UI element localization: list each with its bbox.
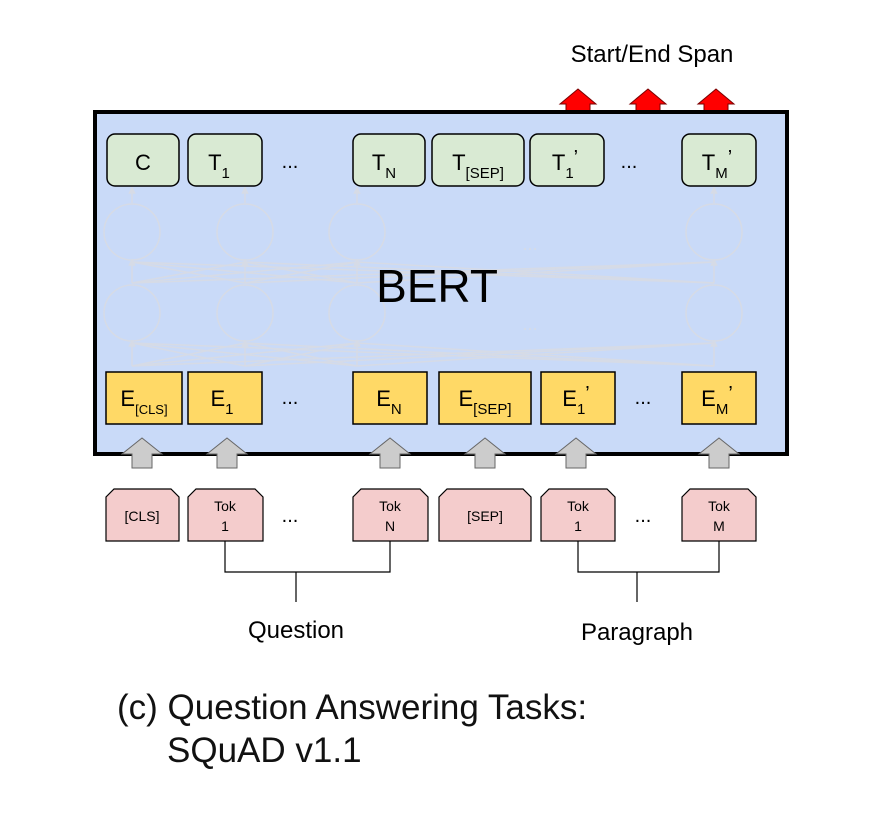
embedding-box	[438, 371, 532, 425]
input-token-label: [CLS]	[124, 508, 159, 524]
input-token-label: Tok	[214, 498, 237, 514]
output-token-box	[529, 133, 605, 187]
network-ellipsis: ...	[522, 314, 537, 334]
embedding-label: EN	[376, 386, 402, 418]
input-arrows	[120, 437, 741, 469]
input-token-box	[438, 488, 532, 542]
input-ellipsis: ...	[282, 505, 299, 527]
embedding-box	[187, 371, 263, 425]
input-token-box	[105, 488, 180, 542]
output-token-box	[431, 133, 525, 187]
gray-up-arrow	[120, 437, 164, 469]
embedding-label: E[SEP]	[458, 386, 511, 418]
output-token-label: TM’	[702, 147, 732, 182]
input-token-label: Tok	[708, 498, 731, 514]
embedding-label: E1’	[562, 383, 589, 418]
output-token-label: C	[135, 150, 151, 175]
gray-up-arrow	[697, 437, 741, 469]
input-token-label: 1	[221, 518, 229, 534]
output-tokens: C T1 TN T[SEP] T1’ TM’ ... ...	[106, 133, 757, 187]
output-token-label: TN	[372, 150, 396, 182]
network-ellipsis: ...	[522, 234, 537, 254]
gray-up-arrow	[205, 437, 249, 469]
input-token-box	[352, 488, 429, 542]
output-token-box	[352, 133, 426, 187]
question-label: Question	[248, 617, 344, 644]
output-token-box	[106, 133, 180, 187]
gray-up-arrow	[368, 437, 412, 469]
gray-up-arrow	[463, 437, 507, 469]
embedding-box	[540, 371, 616, 425]
caption-line-2: SQuAD v1.1	[167, 731, 362, 770]
transformer-network	[103, 186, 743, 367]
output-label: Start/End Span	[571, 41, 734, 68]
embeddings: E[CLS] E1 EN E[SEP] E1’ EM’ ... ...	[105, 371, 757, 425]
embedding-label: E1	[210, 386, 233, 418]
embedding-box	[105, 371, 183, 425]
group-brackets	[224, 541, 720, 602]
caption-line-1: (c) Question Answering Tasks:	[117, 688, 587, 727]
output-ellipsis: ...	[621, 151, 638, 173]
input-token-box	[540, 488, 616, 542]
output-token-label: T[SEP]	[452, 150, 504, 182]
input-token-label: 1	[574, 518, 582, 534]
input-token-box	[681, 488, 757, 542]
embedding-label: E[CLS]	[120, 386, 167, 417]
input-token-label: Tok	[567, 498, 590, 514]
output-token-box	[681, 133, 757, 187]
input-token-box	[187, 488, 264, 542]
input-tokens: [CLS] Tok 1 Tok N [SEP] Tok 1 Tok M ... …	[105, 488, 757, 542]
embedding-box	[681, 371, 757, 425]
embedding-box	[352, 371, 428, 425]
input-token-label: Tok	[379, 498, 402, 514]
embedding-ellipsis: ...	[282, 387, 299, 409]
bert-label: BERT	[376, 260, 498, 312]
output-token-label: T1	[208, 150, 230, 182]
output-token-label: T1’	[552, 147, 578, 182]
paragraph-label: Paragraph	[581, 619, 693, 646]
output-token-box	[187, 133, 263, 187]
embedding-ellipsis: ...	[635, 387, 652, 409]
input-token-label: M	[713, 518, 725, 534]
input-token-label: N	[385, 518, 395, 534]
output-ellipsis: ...	[282, 151, 299, 173]
input-ellipsis: ...	[635, 505, 652, 527]
input-token-label: [SEP]	[467, 508, 503, 524]
paragraph-bracket	[577, 541, 720, 573]
question-bracket	[224, 541, 391, 573]
gray-up-arrow	[554, 437, 598, 469]
embedding-label: EM’	[701, 383, 733, 418]
